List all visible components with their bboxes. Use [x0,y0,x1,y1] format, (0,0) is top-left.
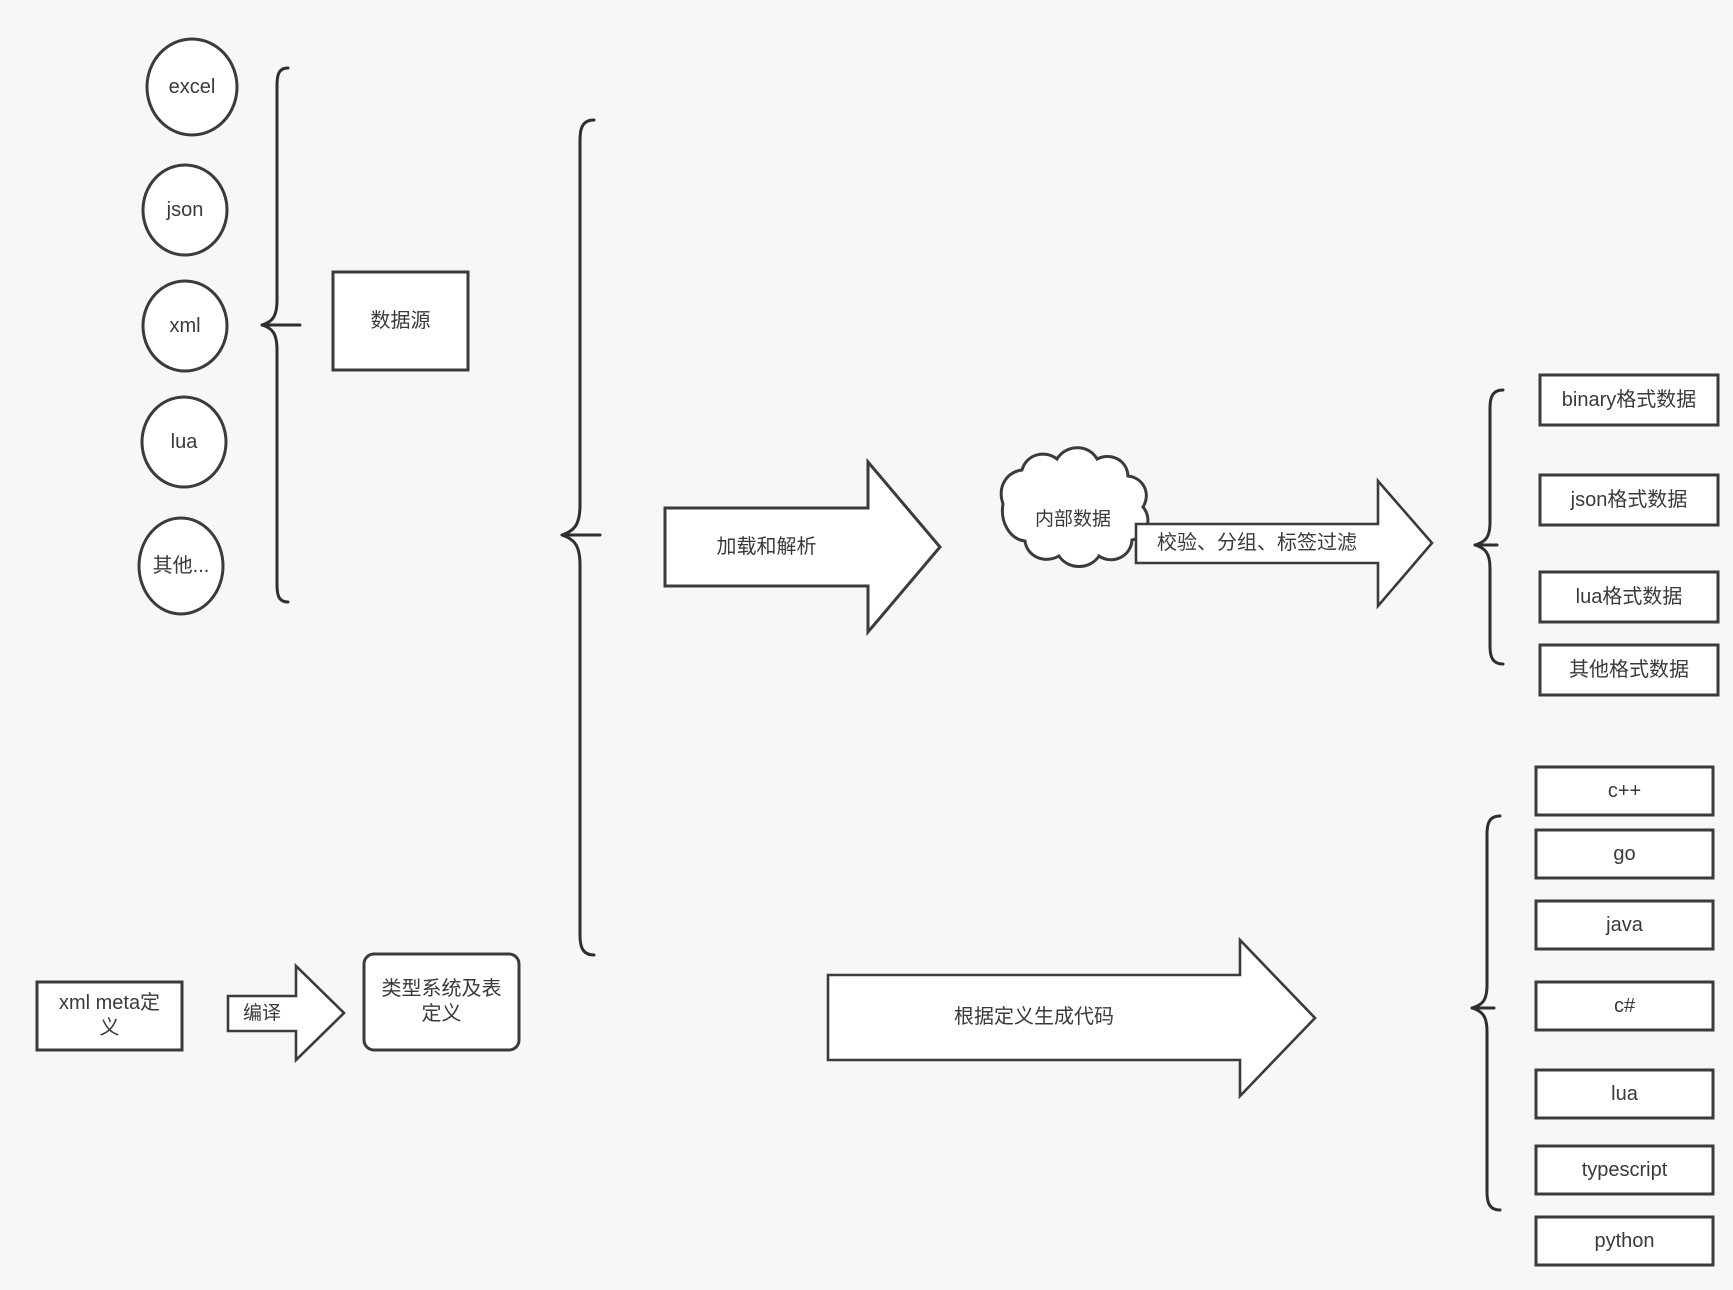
lang-box-cpp[interactable] [1534,765,1715,817]
codegen-arrow[interactable] [826,936,1317,1100]
output-box-binary[interactable] [1538,373,1720,427]
output-box-lua[interactable] [1538,570,1720,624]
lang-box-csharp[interactable] [1534,980,1715,1032]
internal-data-cloud[interactable] [999,446,1150,568]
type-system-box[interactable] [362,952,521,1052]
lang-box-typescript[interactable] [1534,1144,1715,1196]
source-circle-json[interactable] [141,163,229,257]
source-circle-lua[interactable] [140,395,228,489]
source-circle-xml[interactable] [141,279,229,373]
load-parse-arrow[interactable] [663,457,942,637]
lang-box-python[interactable] [1534,1215,1715,1267]
data-source-box[interactable] [331,270,470,372]
output-box-other[interactable] [1538,643,1720,697]
pipeline-input-brace [560,118,596,957]
lang-box-java[interactable] [1534,899,1715,951]
output-box-json[interactable] [1538,473,1720,527]
source-circle-other[interactable] [137,516,225,616]
compile-arrow[interactable] [226,962,346,1064]
languages-brace [1470,814,1502,1212]
filter-arrow[interactable] [1134,477,1434,610]
lang-box-go[interactable] [1534,828,1715,880]
xml-meta-box[interactable] [35,980,184,1052]
source-circle-excel[interactable] [145,37,239,137]
data-formats-brace [1473,388,1505,666]
sources-brace [260,66,290,604]
lang-box-lua[interactable] [1534,1068,1715,1120]
